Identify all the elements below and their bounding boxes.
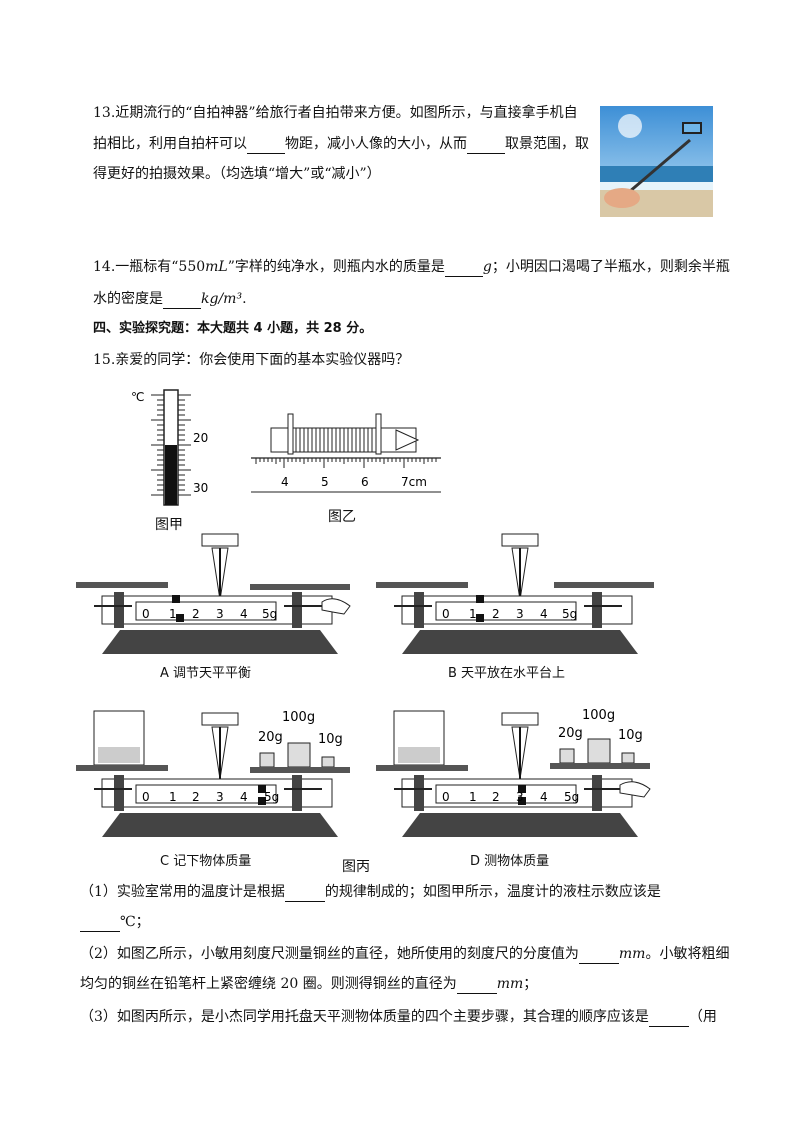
caption-d: D 测物体质量	[470, 854, 550, 869]
weight-100g-label: 100g	[582, 708, 615, 723]
svg-text:1: 1	[169, 607, 177, 621]
section-heading: 四、实验探究题：本大题共 4 小题，共 28 分。	[93, 321, 373, 336]
answer-blank[interactable]	[444, 260, 483, 277]
svg-text:4: 4	[540, 607, 548, 621]
svg-text:3: 3	[516, 790, 524, 804]
answer-blank[interactable]	[284, 885, 325, 902]
fig-bing-caption: 图丙	[342, 859, 370, 875]
svg-text:4: 4	[240, 607, 248, 621]
ruler-tick-4: 4	[281, 475, 289, 489]
svg-text:4: 4	[240, 790, 248, 804]
ruler-tick-7: 7cm	[401, 475, 427, 489]
svg-text:5g: 5g	[262, 607, 277, 621]
svg-text:2: 2	[492, 790, 500, 804]
balance-c: 20g 100g 10g 0 1 2 3 4 5g	[76, 710, 350, 837]
q15-part1-line2: ℃；	[80, 912, 150, 932]
svg-text:1: 1	[469, 607, 477, 621]
svg-text:3: 3	[216, 607, 224, 621]
svg-text:2: 2	[492, 607, 500, 621]
weight-20g-label: 20g	[558, 726, 583, 741]
q13-line2: 拍相比，利用自拍杆可以物距，减小人像的大小，从而取景范围，取	[93, 136, 589, 154]
fig-jia-caption: 图甲	[155, 517, 183, 533]
fig-yi-caption: 图乙	[328, 509, 356, 525]
svg-text:5g: 5g	[562, 607, 577, 621]
svg-text:3: 3	[216, 790, 224, 804]
answer-blank[interactable]	[456, 977, 497, 994]
balance-d: 20g 100g 10g 0 1 2 3 4 5g	[376, 708, 651, 837]
caption-a: A 调节天平平衡	[160, 666, 252, 681]
selfie-stick-photo	[600, 106, 713, 217]
caption-c: C 记下物体质量	[160, 854, 252, 869]
answer-blank[interactable]	[163, 292, 201, 309]
svg-text:0: 0	[142, 790, 150, 804]
svg-text:2: 2	[192, 790, 200, 804]
svg-text:3: 3	[516, 607, 524, 621]
svg-text:2: 2	[192, 607, 200, 621]
answer-blank[interactable]	[247, 137, 285, 154]
therm-tick-20: 20	[193, 431, 208, 445]
svg-text:1: 1	[169, 790, 177, 804]
svg-text:5g: 5g	[264, 790, 279, 804]
q15-intro: 15.亲爱的同学：你会使用下面的基本实验仪器吗？	[93, 352, 410, 368]
answer-blank[interactable]	[648, 1010, 689, 1027]
svg-text:4: 4	[540, 790, 548, 804]
therm-unit: ℃	[131, 390, 144, 404]
thermometer-figure: ℃ 20 30	[131, 389, 208, 506]
svg-text:0: 0	[142, 607, 150, 621]
balance-a: 0 1 2 3 4 5g	[76, 533, 351, 654]
answer-blank[interactable]	[467, 137, 505, 154]
svg-text:0: 0	[442, 790, 450, 804]
q15-part3-line1: （3）如图丙所示，是小杰同学用托盘天平测物体质量的四个主要步骤，其合理的顺序应该…	[80, 1009, 717, 1027]
ruler-tick-5: 5	[321, 475, 329, 489]
q15-part1-line1: （1）实验室常用的温度计是根据的规律制成的；如图甲所示，温度计的液柱示数应该是	[80, 884, 661, 902]
caption-b: B 天平放在水平台上	[448, 666, 566, 681]
q13-line1: 13.近期流行的“自拍神器”给旅行者自拍带来方便。如图所示，与直接拿手机自	[93, 105, 578, 121]
therm-tick-30: 30	[193, 481, 208, 495]
svg-text:0: 0	[442, 607, 450, 621]
balance-b: 0 1 2 3 4 5g	[376, 533, 654, 654]
weight-100g-label: 100g	[282, 710, 315, 725]
svg-text:5g: 5g	[564, 790, 579, 804]
answer-blank[interactable]	[80, 915, 120, 932]
ruler-figure: 4 5 6 7cm	[251, 413, 441, 493]
q13-line3: 得更好的拍摄效果。（均选填“增大”或“减小”）	[93, 166, 381, 182]
ruler-tick-6: 6	[361, 475, 369, 489]
answer-blank[interactable]	[578, 947, 619, 964]
svg-text:1: 1	[469, 790, 477, 804]
weight-10g-label: 10g	[618, 728, 643, 743]
weight-10g-label: 10g	[318, 732, 343, 747]
weight-20g-label: 20g	[258, 730, 283, 745]
